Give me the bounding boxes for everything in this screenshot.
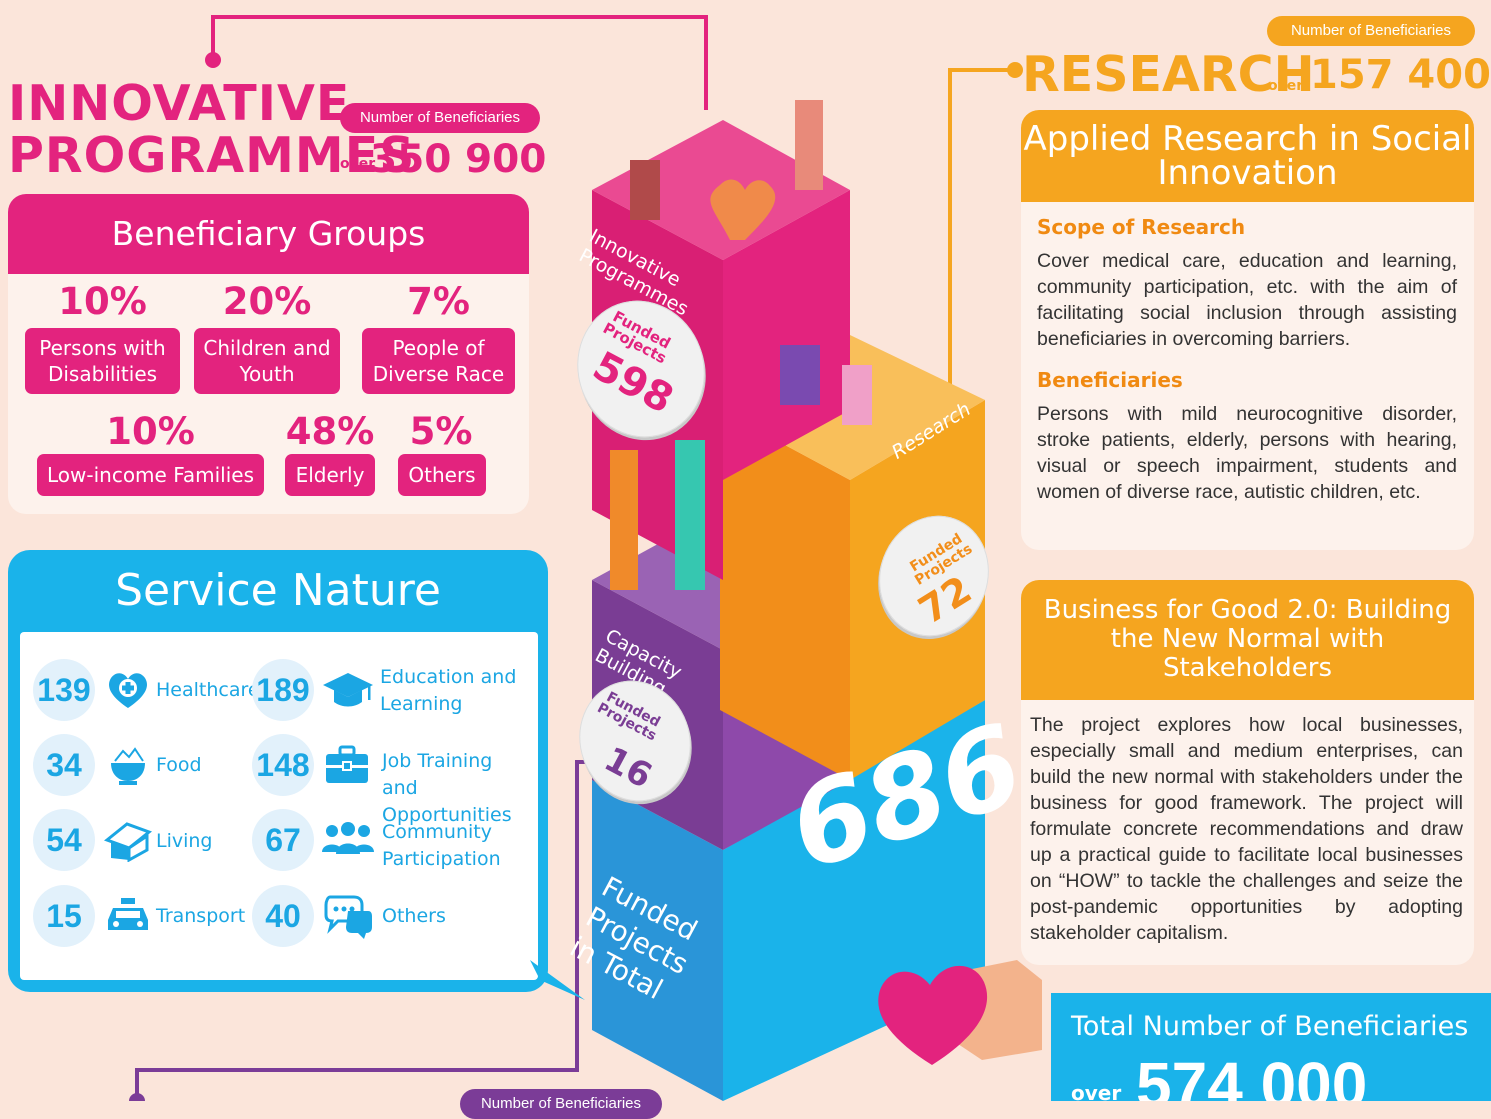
- service-label-living: Living: [156, 830, 213, 852]
- total-block-front: [592, 780, 723, 1101]
- research-block-front: [720, 410, 850, 780]
- research-woman-figure: [842, 365, 872, 425]
- briefcase-icon: [326, 745, 368, 783]
- group-label-diverse-race: People of Diverse Race: [362, 328, 515, 394]
- innovative-beneficiaries-label: Number of Beneficiaries: [340, 103, 540, 133]
- food-bowl-icon: [111, 747, 145, 785]
- research-over: over: [1268, 78, 1304, 94]
- group-pct-others: 5%: [409, 410, 473, 453]
- group-pct-diverse-race: 7%: [407, 280, 470, 323]
- total-beneficiaries-label: Total Number of Beneficiaries: [1071, 1011, 1469, 1042]
- research-man-figure: [780, 345, 820, 405]
- handshake-figure-left: [610, 450, 638, 590]
- business-for-good-title: Business for Good 2.0: Building the New …: [1021, 580, 1474, 700]
- house-icon: [103, 822, 153, 862]
- service-label-food: Food: [156, 754, 202, 776]
- research-beneficiaries-label: Number of Beneficiaries: [1267, 16, 1475, 46]
- service-count-job-training: 148: [252, 734, 314, 796]
- people-group-icon: [322, 822, 374, 854]
- group-pct-children: 20%: [222, 280, 312, 323]
- beneficiaries-text: Persons with mild neurocognitive disorde…: [1037, 403, 1457, 503]
- woman-figure: [795, 100, 823, 190]
- scope-heading: Scope of Research: [1037, 215, 1246, 239]
- service-label-job-training: Job Training and Opportunities: [382, 750, 512, 826]
- group-label-children: Children and Youth: [194, 328, 340, 394]
- beneficiaries-heading: Beneficiaries: [1037, 368, 1183, 392]
- applied-research-card: Applied Research in Social Innovation: [1021, 110, 1474, 550]
- service-count-education: 189: [252, 659, 314, 721]
- service-count-transport: 15: [33, 885, 95, 947]
- graduation-cap-icon: [323, 673, 373, 707]
- heart-planter-illustration: [710, 179, 776, 240]
- service-label-education: Education and Learning: [380, 666, 517, 715]
- service-label-others: Others: [382, 905, 446, 927]
- innovative-over: over: [340, 156, 376, 172]
- speech-bubble-icon: [324, 895, 372, 939]
- handshake-figure-right: [675, 440, 705, 590]
- group-pct-elderly: 48%: [285, 410, 375, 453]
- man-figure: [630, 160, 660, 220]
- total-over: over: [1071, 1081, 1122, 1101]
- research-title: RESEARCH: [1022, 46, 1315, 103]
- service-label-community: Community Participation: [382, 821, 501, 870]
- research-beneficiaries-value: 157 400: [1310, 52, 1491, 98]
- business-for-good-card: Business for Good 2.0: Building the New …: [1021, 580, 1474, 965]
- innovative-block-side: [723, 190, 850, 480]
- innovative-title-line2: PROGRAMMES: [8, 127, 416, 184]
- service-count-food: 34: [33, 734, 95, 796]
- service-nature-pointer: [530, 960, 585, 1000]
- group-pct-disabilities: 10%: [58, 280, 147, 323]
- service-label-healthcare: Healthcare: [156, 679, 260, 701]
- total-beneficiaries-panel: Total Number of Beneficiaries over 574 0…: [1051, 993, 1491, 1101]
- innovative-title-line1: INNOVATIVE: [8, 75, 351, 132]
- service-nature-title: Service Nature: [115, 565, 441, 616]
- group-pct-low-income: 10%: [106, 410, 195, 453]
- beneficiary-groups-title: Beneficiary Groups: [8, 194, 529, 274]
- innovative-title: INNOVATIVE PROGRAMMES: [8, 78, 415, 182]
- service-count-healthcare: 139: [33, 659, 95, 721]
- applied-research-title: Applied Research in Social Innovation: [1021, 110, 1474, 202]
- service-count-others: 40: [252, 885, 314, 947]
- group-label-others: Others: [398, 454, 486, 496]
- innovative-beneficiaries-value: 350 900: [370, 137, 547, 182]
- taxi-icon: [108, 898, 148, 930]
- service-count-community: 67: [252, 809, 314, 871]
- service-label-transport: Transport: [156, 905, 246, 927]
- service-count-living: 54: [33, 809, 95, 871]
- healthcare-icon: [109, 673, 147, 708]
- group-label-disabilities: Persons with Disabilities: [25, 328, 180, 394]
- business-for-good-text: The project explores how local businesse…: [1030, 714, 1463, 944]
- total-beneficiaries-value: 574 000: [1136, 1049, 1368, 1101]
- scope-text: Cover medical care, education and learni…: [1037, 250, 1457, 350]
- group-label-low-income: Low-income Families: [37, 454, 264, 496]
- hand-heart-illustration: [878, 960, 1042, 1065]
- group-label-elderly: Elderly: [285, 454, 375, 496]
- capacity-beneficiaries-label: Number of Beneficiaries: [460, 1089, 662, 1119]
